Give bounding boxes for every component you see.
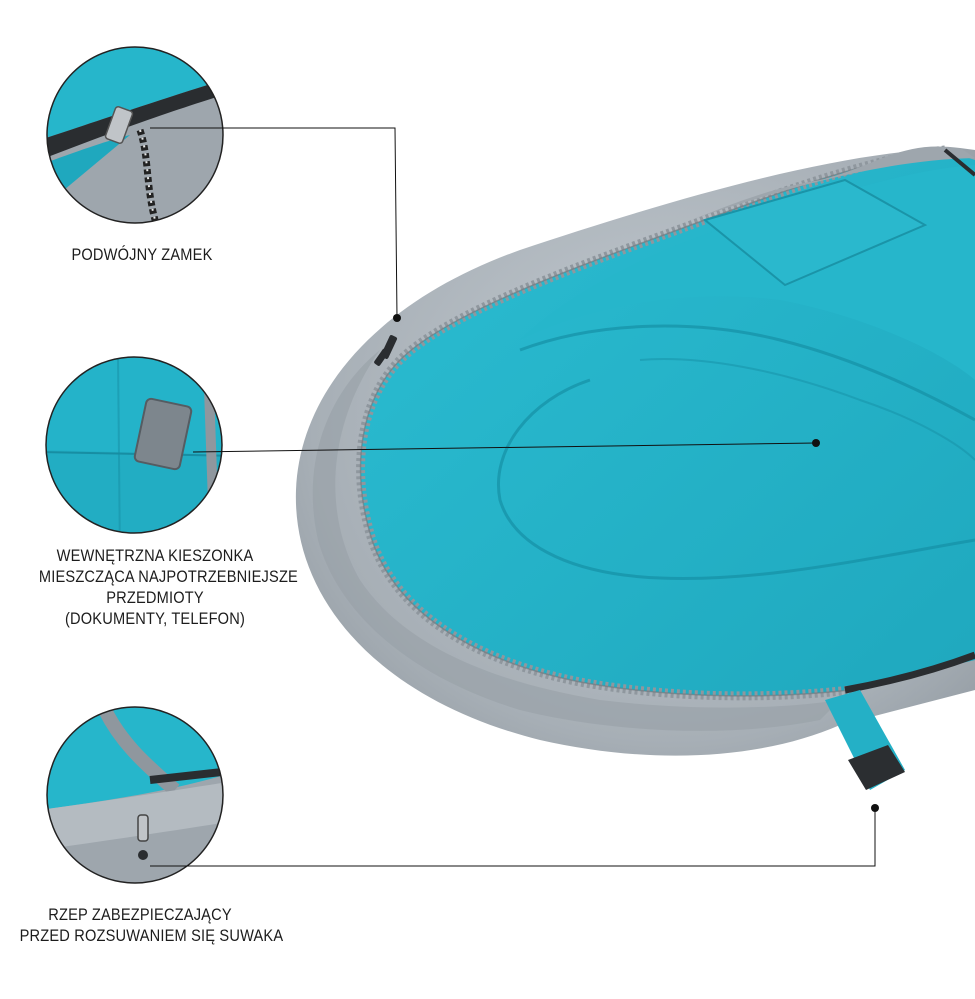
phone-icon xyxy=(133,397,193,471)
inner-pocket-flap xyxy=(702,178,928,287)
sleeping-bag xyxy=(295,145,975,790)
leader-line-zipper xyxy=(150,127,398,319)
detail-circle-zipper xyxy=(46,46,224,224)
caption-double-zipper: PODWÓJNY ZAMEK xyxy=(71,245,213,264)
velcro-tab xyxy=(825,690,905,790)
zipper xyxy=(844,651,975,694)
caption-inner-pocket: WEWNĘTRZNA KIESZONKA MIESZCZĄCA NAJPOTRZ… xyxy=(38,546,298,628)
leader-line-pocket xyxy=(192,442,817,453)
marker-dot xyxy=(871,804,879,812)
caption-velcro-strap: RZEP ZABEZPIECZAJĄCY PRZED ROZSUWANIEM S… xyxy=(19,905,284,945)
leader-lines xyxy=(150,127,876,867)
detail-circle-pocket xyxy=(45,356,223,534)
zipper-pull-icon xyxy=(374,335,398,366)
marker-dot xyxy=(812,439,820,447)
detail-circle-velcro xyxy=(46,706,224,884)
leader-line-velcro xyxy=(150,808,876,867)
marker-dot xyxy=(393,314,401,322)
